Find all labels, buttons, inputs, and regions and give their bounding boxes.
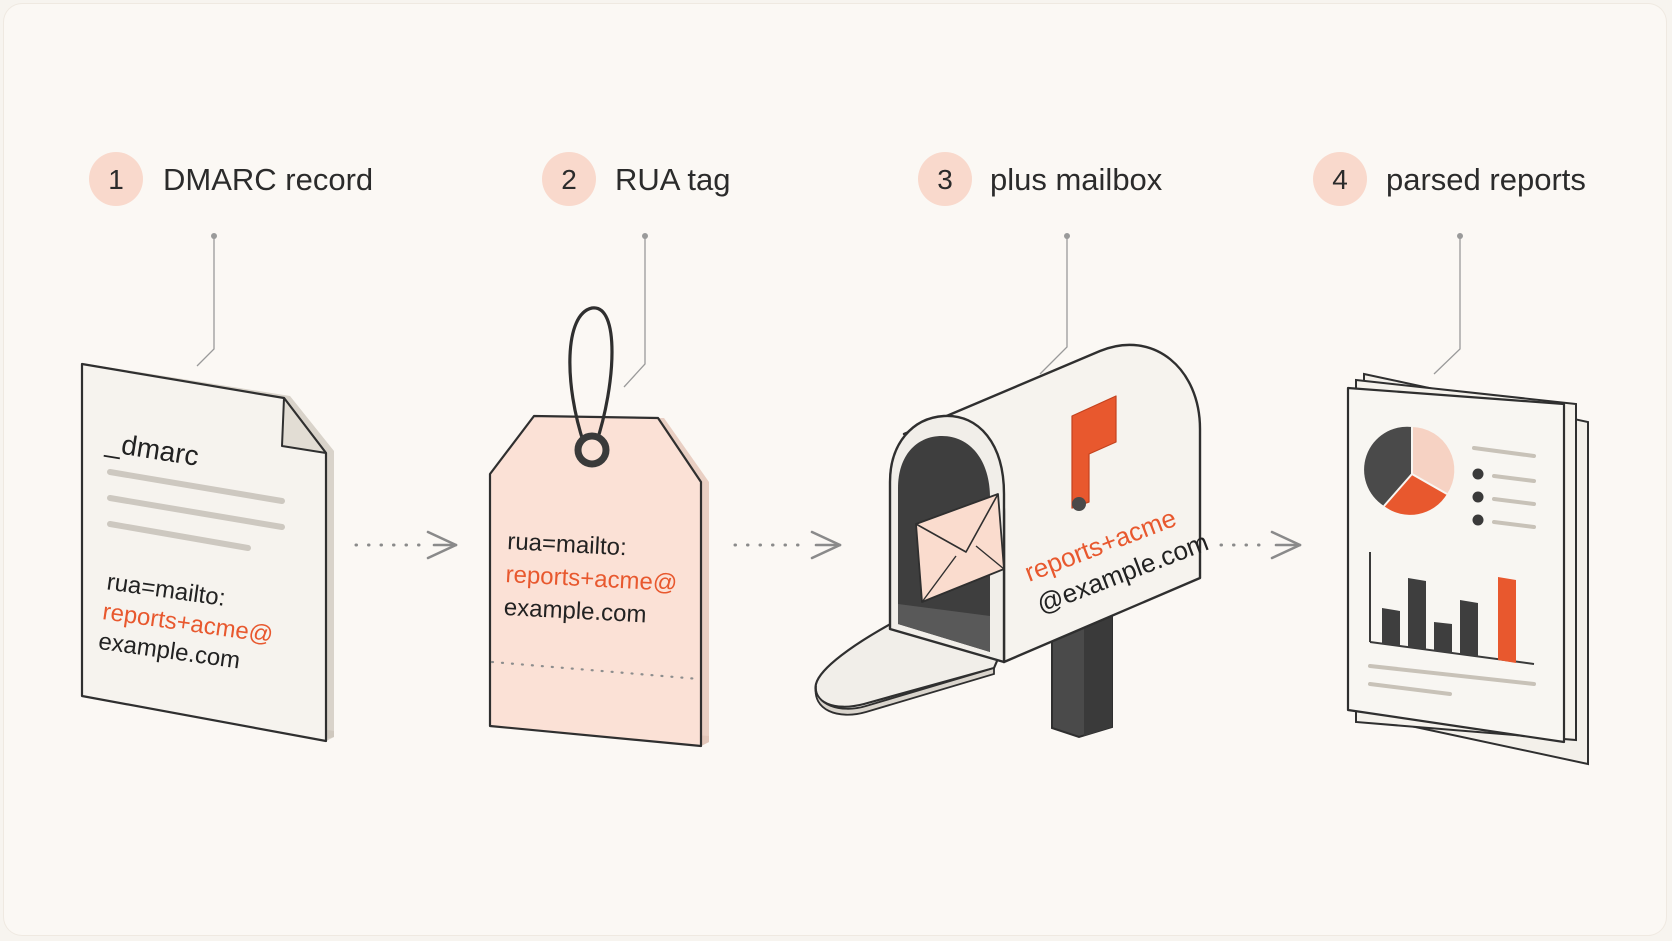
pie-chart-icon (1364, 426, 1455, 515)
leader-line-4 (1433, 236, 1461, 375)
diagram-frame: 1 DMARC record 2 RUA tag 3 plus mailbox … (4, 4, 1666, 935)
step-4-badge (1313, 152, 1367, 206)
document-placeholder-lines (107, 469, 285, 551)
step-3-number: 3 (937, 164, 953, 195)
step-4-number: 4 (1332, 164, 1348, 195)
step-2-label: 2 RUA tag (542, 152, 730, 206)
leader-line-3 (1039, 236, 1068, 375)
document-icon: _dmarc rua=mailto: reports+acme@ example… (80, 362, 334, 743)
leader-lines (196, 233, 1463, 388)
step-2-badge (542, 152, 596, 206)
step-4-label: 4 parsed reports (1313, 152, 1586, 206)
step-3-badge (918, 152, 972, 206)
tag-string (568, 306, 614, 446)
mailbox-icon: reports+acme @example.com (814, 343, 1212, 739)
step-3-label: 3 plus mailbox (918, 152, 1163, 206)
leader-line-2 (623, 236, 646, 388)
step-3-title: plus mailbox (990, 162, 1163, 197)
legend-list-icon (1472, 446, 1536, 529)
flow-diagram: 1 DMARC record 2 RUA tag 3 plus mailbox … (80, 152, 1589, 766)
bar-chart-icon (1369, 552, 1535, 665)
report-pages-icon (1346, 372, 1589, 766)
report-placeholder-lines (1368, 664, 1536, 696)
leader-line-1 (196, 236, 215, 367)
step-1-title: DMARC record (163, 162, 373, 197)
flow-arrow-2 (733, 530, 842, 560)
step-2-title: RUA tag (615, 162, 730, 197)
flow-arrow-3 (1219, 530, 1302, 560)
tag-line-1: rua=mailto: (507, 528, 628, 561)
flow-arrow-1 (354, 530, 458, 560)
tag-eyelet (574, 432, 610, 468)
envelope-icon (915, 493, 1005, 603)
tag-icon: rua=mailto: reports+acme@ example.com (488, 306, 709, 748)
step-1-number: 1 (108, 164, 124, 195)
step-4-title: parsed reports (1386, 162, 1586, 197)
mailbox-flag (1071, 395, 1117, 511)
step-1-badge (89, 152, 143, 206)
step-1-label: 1 DMARC record (89, 152, 373, 206)
step-2-number: 2 (561, 164, 577, 195)
